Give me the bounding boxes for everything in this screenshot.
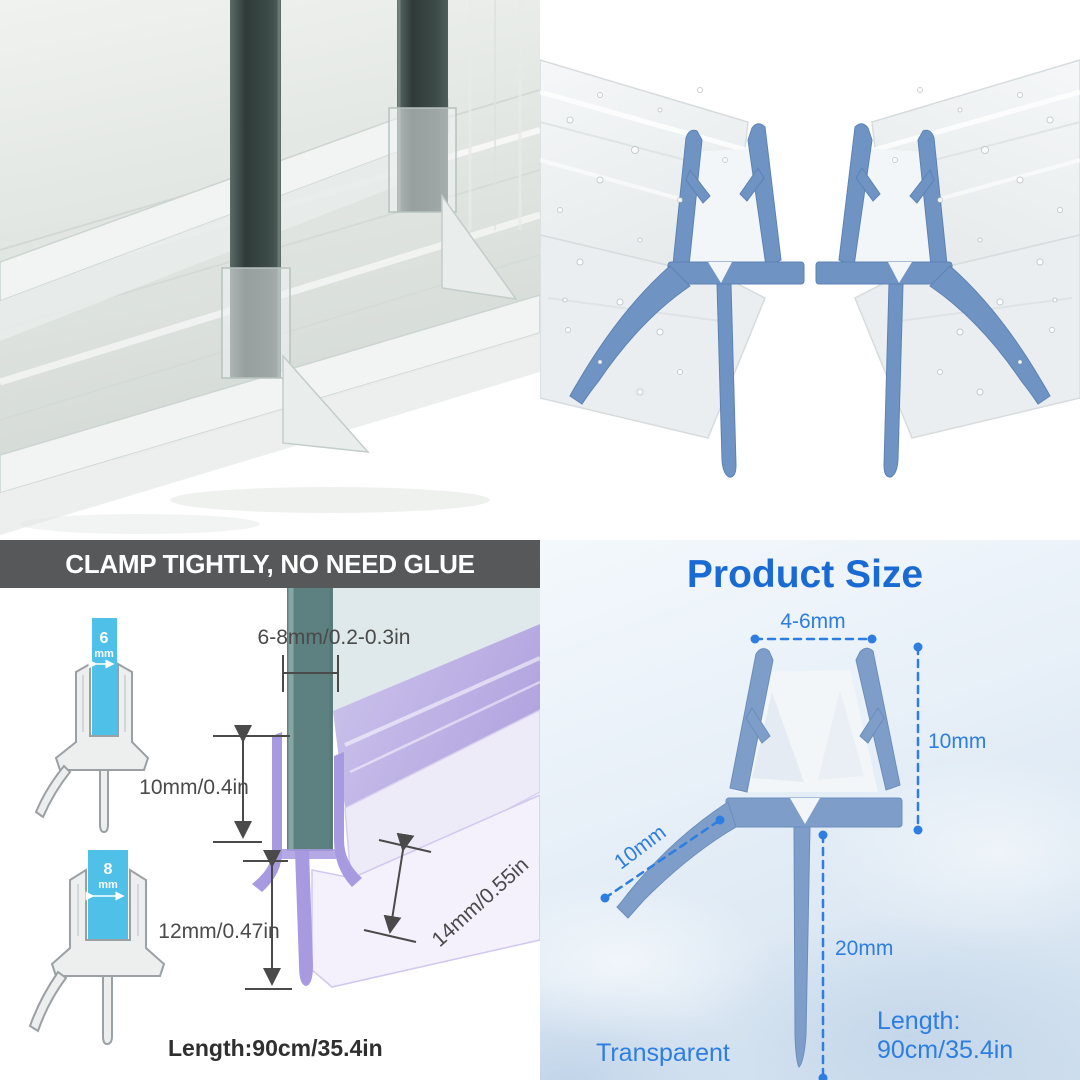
- rear-glass-panel: [388, 0, 518, 301]
- clamp-left-leg: [252, 732, 282, 892]
- stem: [793, 826, 811, 1068]
- base-notch: [790, 798, 820, 824]
- product-size-panel: Product Size 4-6mm: [540, 540, 1080, 1080]
- top-gap-label: 4-6mm: [780, 610, 845, 633]
- profile-6mm-stem: [99, 769, 109, 834]
- front-glass-panel: [221, 0, 370, 453]
- size-annotations: 4-6mm 10mm 10mm 20mm Transparent Length:…: [596, 610, 1013, 1080]
- right-barb: [859, 707, 885, 744]
- hollow-shade-left: [752, 692, 804, 782]
- clamp-title-bar: CLAMP TIGHTLY, NO NEED GLUE: [0, 540, 540, 588]
- glass-6mm: [92, 618, 117, 736]
- clamp-diagram-panel: CLAMP TIGHTLY, NO NEED GLUE: [0, 540, 540, 1080]
- length-value: 90cm/35.4in: [877, 1036, 1013, 1064]
- cross-section-8mm: 8 mm: [28, 850, 166, 1046]
- glass-thickness-dim: [282, 655, 339, 692]
- stem-length-label: 20mm: [835, 937, 893, 960]
- length-label: Length:90cm/35.4in: [168, 1035, 383, 1061]
- product-size-title: Product Size: [687, 553, 923, 596]
- clamp-title: CLAMP TIGHTLY, NO NEED GLUE: [65, 548, 475, 579]
- left-seal: [540, 60, 804, 477]
- front-clamp: [221, 267, 291, 379]
- rear-clamp: [388, 107, 457, 213]
- profile-8mm-stem: [102, 975, 113, 1046]
- left-barb: [745, 707, 771, 744]
- profile-8mm-channel: [50, 868, 166, 977]
- rear-fin: [441, 193, 518, 301]
- seal-band-main: [333, 624, 540, 808]
- photo-seal-pair: [540, 0, 1080, 540]
- clamp-stem: [295, 851, 313, 986]
- clamp-height-label: 10mm: [928, 730, 986, 753]
- hollow-shade-right: [818, 690, 864, 780]
- wing-length-dim: [603, 818, 722, 900]
- profile-8mm-wing: [28, 970, 68, 1033]
- right-seal: [816, 60, 1080, 477]
- clamp-right-leg: [334, 752, 362, 887]
- size-6-label: 6: [100, 630, 109, 647]
- wing-flap: [616, 801, 737, 919]
- clamp-diagram-graphic: 6-8mm/0.2-0.3in 10mm/0.4in 12mm/0.47in: [28, 588, 540, 1061]
- product-size-graphic: Product Size 4-6mm: [596, 553, 1013, 1080]
- installed-seals-graphic: [0, 0, 540, 540]
- floor-reflections: [20, 487, 490, 534]
- transparent-label: Transparent: [596, 1039, 730, 1067]
- seal-pair-graphic: [540, 0, 1080, 540]
- product-profile: [616, 647, 903, 1068]
- clamp-height-dim: [213, 725, 290, 843]
- drip-height-dim: [243, 850, 292, 990]
- profile-6mm-wing: [34, 764, 72, 819]
- front-fin: [282, 354, 370, 453]
- unit-8-label: mm: [98, 879, 118, 891]
- glass-pane: [287, 588, 333, 851]
- photo-installed-seals: [0, 0, 540, 540]
- size-8-label: 8: [104, 861, 113, 878]
- unit-6-label: mm: [94, 648, 114, 660]
- seal-band-group: [311, 588, 540, 988]
- front-seal-strip: [0, 294, 540, 535]
- glass-sheen: [333, 588, 540, 711]
- glass-thickness-label: 6-8mm/0.2-0.3in: [258, 626, 411, 649]
- flap-width-dim: [363, 832, 432, 943]
- length-title: Length:: [877, 1007, 960, 1035]
- clamp-height-label: 10mm/0.4in: [139, 776, 249, 799]
- drip-height-label: 12mm/0.47in: [158, 920, 279, 943]
- cross-section-6mm: 6 mm: [34, 618, 150, 834]
